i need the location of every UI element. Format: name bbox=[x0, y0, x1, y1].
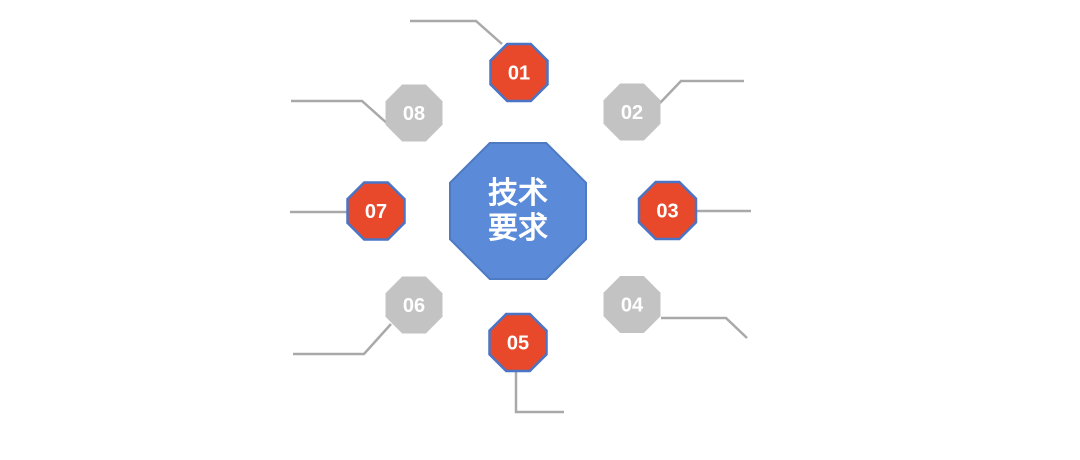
node-01: 01 bbox=[489, 42, 549, 103]
center-octagon bbox=[449, 142, 587, 280]
connector-node-08 bbox=[291, 99, 390, 126]
node-03-label: 03 bbox=[656, 201, 678, 223]
node-08-octagon bbox=[385, 84, 443, 142]
connector-node-01 bbox=[410, 19, 503, 45]
node-05-label: 05 bbox=[507, 333, 529, 355]
node-04-label: 04 bbox=[621, 295, 644, 317]
node-04-octagon bbox=[603, 276, 661, 333]
node-07-octagon bbox=[346, 181, 406, 241]
node-07-label: 07 bbox=[365, 201, 387, 223]
node-03: 03 bbox=[637, 180, 698, 241]
connector-lines bbox=[290, 19, 751, 414]
center-label-line1: 技术 bbox=[488, 177, 548, 210]
node-08: 08 bbox=[385, 84, 443, 142]
node-06-octagon bbox=[385, 276, 443, 334]
node-06: 06 bbox=[385, 276, 443, 334]
node-02-octagon bbox=[603, 83, 661, 141]
connector-node-04 bbox=[661, 316, 748, 339]
node-05: 05 bbox=[488, 312, 548, 373]
node-05-octagon bbox=[488, 312, 548, 373]
node-02: 02 bbox=[603, 83, 661, 141]
node-01-octagon bbox=[489, 42, 549, 103]
connector-node-05 bbox=[514, 370, 564, 414]
node-03-octagon bbox=[637, 180, 698, 241]
node-04: 04 bbox=[603, 276, 661, 333]
node-02-label: 02 bbox=[621, 102, 643, 124]
connector-node-02 bbox=[659, 79, 744, 104]
artifact-line bbox=[542, 84, 547, 101]
center-label-line2: 要求 bbox=[488, 212, 548, 245]
node-08-label: 08 bbox=[403, 103, 425, 125]
node-06-label: 06 bbox=[403, 295, 425, 317]
node-01-label: 01 bbox=[508, 63, 530, 85]
node-07: 07 bbox=[346, 181, 406, 241]
connector-node-06 bbox=[293, 323, 392, 356]
center-node: 技术 要求 bbox=[449, 142, 587, 280]
